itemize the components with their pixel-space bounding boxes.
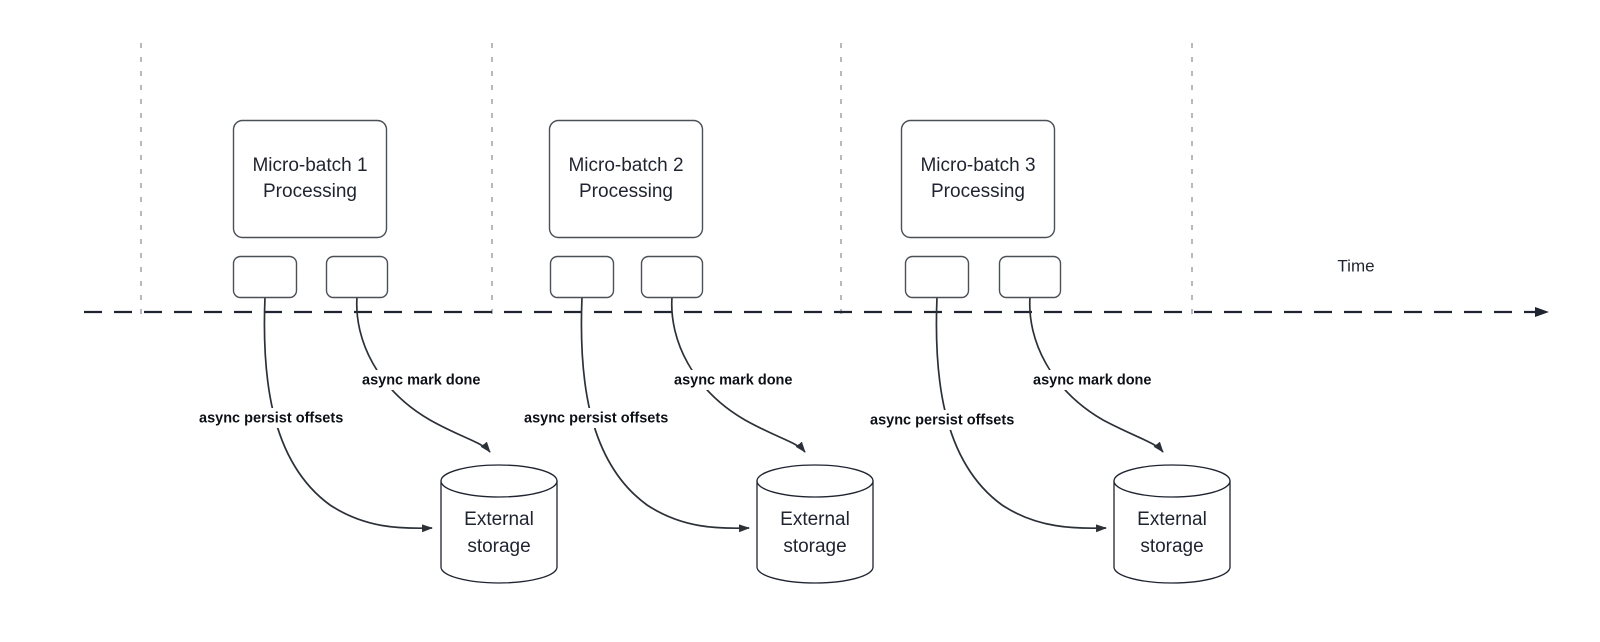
timeline-axis: Time	[84, 256, 1549, 317]
persist-offsets-label-1: async persist offsets	[199, 410, 343, 426]
external-storage-3[interactable]: External storage	[1113, 464, 1231, 584]
micro-batch-1-label-line2: Processing	[263, 181, 357, 202]
mark-done-edge-3	[1028, 296, 1164, 453]
micro-batch-2-task-box-b[interactable]	[640, 255, 704, 299]
persist-offsets-label-group-2: async persist offsets	[520, 408, 699, 428]
persist-offsets-label-group-3: async persist offsets	[866, 410, 1045, 430]
external-storage-2-body[interactable]	[756, 480, 874, 584]
micro-batch-1-task-box-b[interactable]	[325, 255, 389, 299]
mark-done-label-3: async mark done	[1033, 372, 1151, 388]
external-storage-2-top	[756, 464, 874, 498]
external-storage-3-label-line2: storage	[1140, 536, 1203, 557]
micro-batch-3-rect[interactable]	[900, 119, 1056, 239]
external-storage-2-label-line1: External	[780, 509, 850, 530]
external-storage-1[interactable]: External storage	[440, 464, 558, 584]
mark-done-label-group-2: async mark done	[670, 370, 818, 390]
persist-offsets-edge-1	[263, 296, 433, 533]
micro-batch-3-task-box-b[interactable]	[998, 255, 1062, 299]
mark-done-label-group-1: async mark done	[358, 370, 502, 390]
persist-offsets-edge-2	[580, 296, 750, 533]
micro-batch-group-1: Micro-batch 1 Processing External storag…	[195, 119, 558, 584]
micro-batch-2-label-line1: Micro-batch 2	[568, 155, 683, 176]
mark-done-label-group-3: async mark done	[1029, 370, 1177, 390]
external-storage-1-top	[440, 464, 558, 498]
external-storage-1-body[interactable]	[440, 480, 558, 584]
external-storage-3-top	[1113, 464, 1231, 498]
mark-done-label-bg-1	[358, 370, 502, 390]
persist-offsets-label-bg-1	[195, 408, 374, 428]
mark-done-label-1: async mark done	[362, 372, 480, 388]
mark-done-label-2: async mark done	[674, 372, 792, 388]
micro-batch-2-label-line2: Processing	[579, 181, 673, 202]
boundary-lines	[140, 43, 1193, 320]
micro-batch-2-task-box-a[interactable]	[549, 255, 615, 299]
mark-done-label-bg-2	[670, 370, 818, 390]
mark-done-label-bg-3	[1029, 370, 1177, 390]
persist-offsets-label-bg-3	[866, 410, 1045, 430]
external-storage-2-label-line2: storage	[783, 536, 846, 557]
micro-batch-2-rect[interactable]	[548, 119, 704, 239]
micro-batch-1-box[interactable]: Micro-batch 1 Processing	[232, 119, 388, 239]
mark-done-edge-2	[670, 296, 806, 453]
micro-batch-3-task-box-a[interactable]	[904, 255, 970, 299]
micro-batch-3-label-line1: Micro-batch 3	[920, 155, 1035, 176]
micro-batch-group-2: Micro-batch 2 Processing External storag…	[520, 119, 874, 584]
persist-offsets-label-bg-2	[520, 408, 699, 428]
time-axis-label: Time	[1337, 256, 1374, 275]
external-storage-2[interactable]: External storage	[756, 464, 874, 584]
micro-batch-group-3: Micro-batch 3 Processing External storag…	[866, 119, 1231, 584]
persist-offsets-label-group-1: async persist offsets	[195, 408, 374, 428]
external-storage-1-label-line1: External	[464, 509, 534, 530]
persist-offsets-label-2: async persist offsets	[524, 410, 668, 426]
external-storage-1-label-line2: storage	[467, 536, 530, 557]
micro-batch-3-label-line2: Processing	[931, 181, 1025, 202]
external-storage-3-body[interactable]	[1113, 480, 1231, 584]
mark-done-edge-1	[355, 296, 491, 453]
micro-batch-1-task-box-a[interactable]	[232, 255, 298, 299]
persist-offsets-label-3: async persist offsets	[870, 412, 1014, 428]
external-storage-3-label-line1: External	[1137, 509, 1207, 530]
micro-batch-3-box[interactable]: Micro-batch 3 Processing	[900, 119, 1056, 239]
micro-batch-1-label-line1: Micro-batch 1	[252, 155, 367, 176]
micro-batch-1-rect[interactable]	[232, 119, 388, 239]
micro-batch-2-box[interactable]: Micro-batch 2 Processing	[548, 119, 704, 239]
persist-offsets-edge-3	[935, 296, 1107, 533]
